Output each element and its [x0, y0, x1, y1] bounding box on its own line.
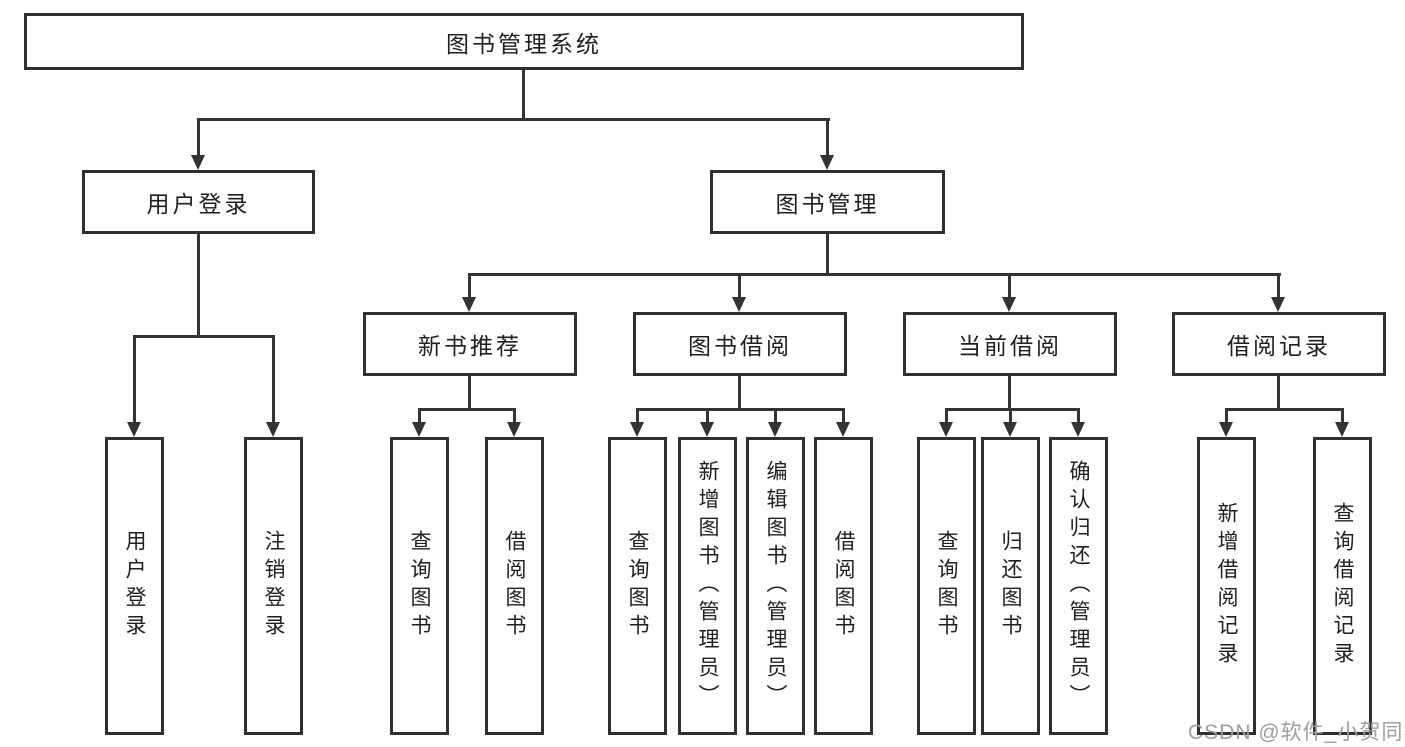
leaf-label: 用户登录 [123, 530, 146, 642]
node-book-borrow-label: 图书借阅 [688, 333, 792, 359]
leaf-label: 新增借阅记录 [1215, 502, 1238, 670]
leaf-label: 查询借阅记录 [1331, 502, 1354, 670]
leaf-label: 注销登录 [262, 530, 285, 642]
leaf-add-books-admin: 新增图书（管理员） [678, 437, 737, 735]
connector-current-borrow-drop [1008, 273, 1011, 298]
leaf-add-borrow-record: 新增借阅记录 [1197, 437, 1256, 735]
connector-leaf-drop [513, 408, 516, 422]
leaf-query-books-current: 查询图书 [917, 437, 976, 735]
connector-book-mgmt-stem [826, 234, 829, 273]
connector-leaf-logout-drop [272, 335, 275, 422]
arrow-to-leaf-icon [630, 422, 644, 437]
csdn-watermark: CSDN @软件_小贺同学 [1188, 721, 1405, 744]
connector-borrow-records-bar [1225, 408, 1344, 411]
node-user-login: 用户登录 [82, 170, 315, 234]
node-current-borrow: 当前借阅 [903, 312, 1117, 376]
leaf-user-login: 用户登录 [105, 437, 164, 735]
connector-user-login-bar [133, 335, 275, 338]
connector-new-books-drop [468, 273, 471, 298]
arrow-to-leaf-icon [1003, 422, 1017, 437]
connector-user-login-stem [197, 234, 200, 335]
connector-new-books-bar [418, 408, 516, 411]
connector-leaf-drop [945, 408, 948, 422]
leaf-query-books-newbooks: 查询图书 [390, 437, 449, 735]
connector-user-login-drop [197, 118, 200, 155]
leaf-label: 查询图书 [935, 530, 958, 642]
connector-leaf-drop [1077, 408, 1080, 422]
node-book-mgmt: 图书管理 [710, 170, 945, 234]
leaf-query-books-borrow: 查询图书 [608, 437, 667, 735]
arrow-to-leaf-icon [507, 422, 521, 437]
leaf-query-borrow-record: 查询借阅记录 [1313, 437, 1372, 735]
node-root-label: 图书管理系统 [446, 30, 602, 57]
arrow-to-leaf-icon [1071, 422, 1085, 437]
leaf-label: 借阅图书 [503, 530, 526, 642]
connector-leaf-drop [1009, 408, 1012, 422]
leaf-logout: 注销登录 [244, 437, 303, 735]
connector-leaf-drop [842, 408, 845, 422]
leaf-confirm-return-admin: 确认归还（管理员） [1049, 437, 1108, 735]
leaf-label: 归还图书 [999, 530, 1022, 642]
node-current-borrow-label: 当前借阅 [958, 333, 1062, 359]
connector-leaf-drop [418, 408, 421, 422]
node-user-login-label: 用户登录 [146, 191, 251, 217]
node-borrow-records: 借阅记录 [1172, 312, 1386, 376]
connector-level3-bar [468, 273, 1281, 276]
arrow-to-book-borrow-icon [732, 297, 746, 312]
arrow-to-leaf-icon [1219, 422, 1233, 437]
connector-leaf-login-drop [133, 335, 136, 422]
connector-leaf-drop [636, 408, 639, 422]
leaf-label: 确认归还（管理员） [1067, 460, 1090, 712]
connector-leaf-drop [1341, 408, 1344, 422]
connector-new-books-stem [468, 376, 471, 408]
arrow-to-leaf-icon [412, 422, 426, 437]
connector-leaf-drop [1225, 408, 1228, 422]
node-book-borrow: 图书借阅 [633, 312, 847, 376]
connector-borrow-records-drop [1277, 273, 1280, 298]
connector-borrow-records-stem [1277, 376, 1280, 408]
arrow-to-leaf-logout-icon [266, 422, 280, 437]
leaf-label: 查询图书 [408, 530, 431, 642]
leaf-edit-books-admin: 编辑图书（管理员） [746, 437, 805, 735]
node-root: 图书管理系统 [24, 13, 1024, 70]
leaf-return-books: 归还图书 [981, 437, 1040, 735]
connector-current-borrow-bar [945, 408, 1080, 411]
connector-book-borrow-drop [738, 273, 741, 298]
arrow-to-new-books-icon [462, 297, 476, 312]
connector-root-stem [522, 70, 525, 118]
arrow-to-book-mgmt-icon [820, 155, 834, 170]
leaf-label: 借阅图书 [832, 530, 855, 642]
connector-book-mgmt-drop [826, 118, 829, 155]
arrow-to-user-login-icon [191, 155, 205, 170]
node-new-books-label: 新书推荐 [418, 333, 522, 359]
leaf-label: 新增图书（管理员） [696, 460, 719, 712]
arrow-to-leaf-icon [836, 422, 850, 437]
arrow-to-leaf-icon [1335, 422, 1349, 437]
node-book-mgmt-label: 图书管理 [775, 191, 880, 217]
arrow-to-current-borrow-icon [1002, 297, 1016, 312]
connector-book-borrow-bar [636, 408, 845, 411]
node-new-books: 新书推荐 [363, 312, 577, 376]
connector-leaf-drop [774, 408, 777, 422]
leaf-borrow-books-newbooks: 借阅图书 [485, 437, 544, 735]
connector-current-borrow-stem [1008, 376, 1011, 408]
leaf-borrow-books: 借阅图书 [814, 437, 873, 735]
connector-leaf-drop [706, 408, 709, 422]
leaf-label: 查询图书 [626, 530, 649, 642]
connector-book-borrow-stem [738, 376, 741, 408]
node-borrow-records-label: 借阅记录 [1227, 333, 1331, 359]
connector-root-bar [197, 118, 830, 121]
leaf-label: 编辑图书（管理员） [764, 460, 787, 712]
arrow-to-leaf-login-icon [127, 422, 141, 437]
arrow-to-leaf-icon [939, 422, 953, 437]
arrow-to-borrow-records-icon [1271, 297, 1285, 312]
arrow-to-leaf-icon [768, 422, 782, 437]
arrow-to-leaf-icon [700, 422, 714, 437]
